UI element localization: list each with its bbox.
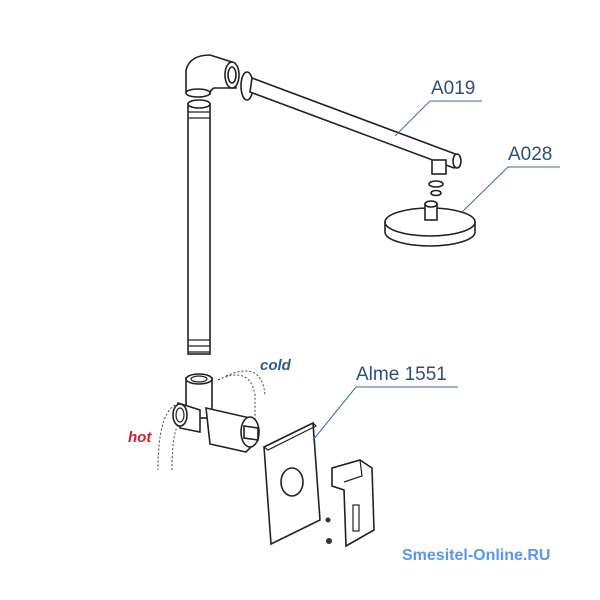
watermark: Smesitel-Online.RU	[402, 547, 551, 564]
washer	[428, 180, 444, 188]
shower-head	[384, 200, 476, 247]
screw	[326, 538, 332, 544]
label-a028: A028	[508, 144, 553, 165]
screw	[325, 517, 331, 523]
cold-supply-outline	[217, 374, 256, 420]
mixer-valve-body	[172, 373, 260, 453]
leader-a019	[394, 100, 482, 137]
washer	[430, 189, 442, 197]
shower-arm	[249, 76, 462, 175]
vertical-pipe	[187, 99, 211, 355]
label-hot: hot	[128, 429, 152, 446]
leader-a028	[461, 166, 560, 213]
leader-alme	[312, 386, 458, 441]
cover-plate	[262, 421, 321, 546]
label-alme-1551: Alme 1551	[356, 364, 447, 385]
mixer-handle	[331, 459, 375, 548]
hot-supply-outline	[157, 404, 176, 471]
label-a019: A019	[431, 78, 476, 99]
elbow-fitting	[185, 54, 240, 98]
label-cold: cold	[260, 357, 291, 374]
hot-supply-outline	[171, 424, 179, 471]
cold-supply-outline	[225, 370, 266, 396]
